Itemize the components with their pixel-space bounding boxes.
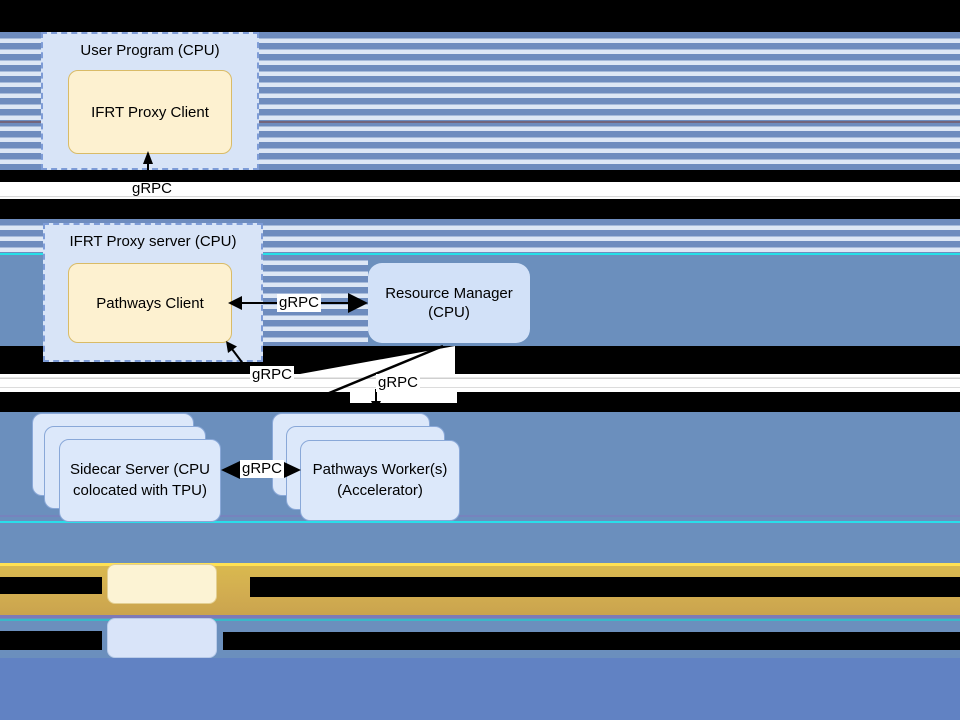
grpc-label-proxy-client: gRPC — [132, 180, 173, 197]
pathways-client-node: Pathways Client — [68, 263, 232, 343]
glitch-line — [0, 521, 960, 523]
white-band — [0, 374, 960, 392]
glitch-line — [0, 615, 960, 618]
black-band — [0, 392, 960, 412]
grpc-label-resource-manager: gRPC — [277, 294, 322, 312]
ifrt-proxy-server-title: IFRT Proxy server (CPU) — [69, 233, 237, 250]
sidecar-server-line1: Sidecar Server (CPU — [69, 461, 211, 479]
sidecar-server-line2: colocated with TPU) — [73, 481, 207, 499]
white-band — [0, 182, 960, 199]
background-bottom — [0, 658, 960, 720]
white-notch — [350, 392, 457, 403]
glitch-line — [0, 515, 960, 517]
pathways-workers-line1: Pathways Worker(s) — [312, 461, 448, 479]
glitch-line — [0, 121, 960, 123]
black-band — [0, 0, 960, 32]
grpc-label-server-down: gRPC — [250, 366, 295, 384]
sidecar-server-node: Sidecar Server (CPU colocated with TPU) — [59, 439, 221, 522]
grpc-label-rm-down: gRPC — [376, 374, 421, 392]
resource-manager-node: Resource Manager (CPU) — [368, 263, 530, 343]
resource-manager-line1: Resource Manager — [385, 284, 513, 302]
redacted-text-bar — [250, 577, 960, 597]
grpc-label-sidecar-workers: gRPC — [240, 460, 285, 478]
pathways-client-label: Pathways Client — [96, 294, 204, 312]
redacted-text-bar — [0, 631, 102, 650]
user-program-title: User Program (CPU) — [80, 42, 220, 59]
pathways-workers-line2: (Accelerator) — [337, 481, 423, 499]
black-band — [0, 199, 960, 219]
ifrt-proxy-client-node: IFRT Proxy Client — [68, 70, 232, 154]
resource-manager-line2: (CPU) — [428, 304, 470, 321]
glitch-line — [0, 253, 960, 255]
glitch-line — [0, 563, 960, 566]
ifrt-proxy-client-label: IFRT Proxy Client — [91, 103, 209, 121]
glitch-line — [0, 619, 960, 621]
pathways-workers-node: Pathways Worker(s) (Accelerator) — [300, 440, 460, 521]
black-band — [0, 170, 960, 182]
legend-blue-swatch — [107, 618, 217, 658]
legend-yellow-swatch — [107, 564, 217, 604]
redacted-text-bar — [223, 632, 960, 650]
redacted-text-bar — [0, 577, 102, 594]
